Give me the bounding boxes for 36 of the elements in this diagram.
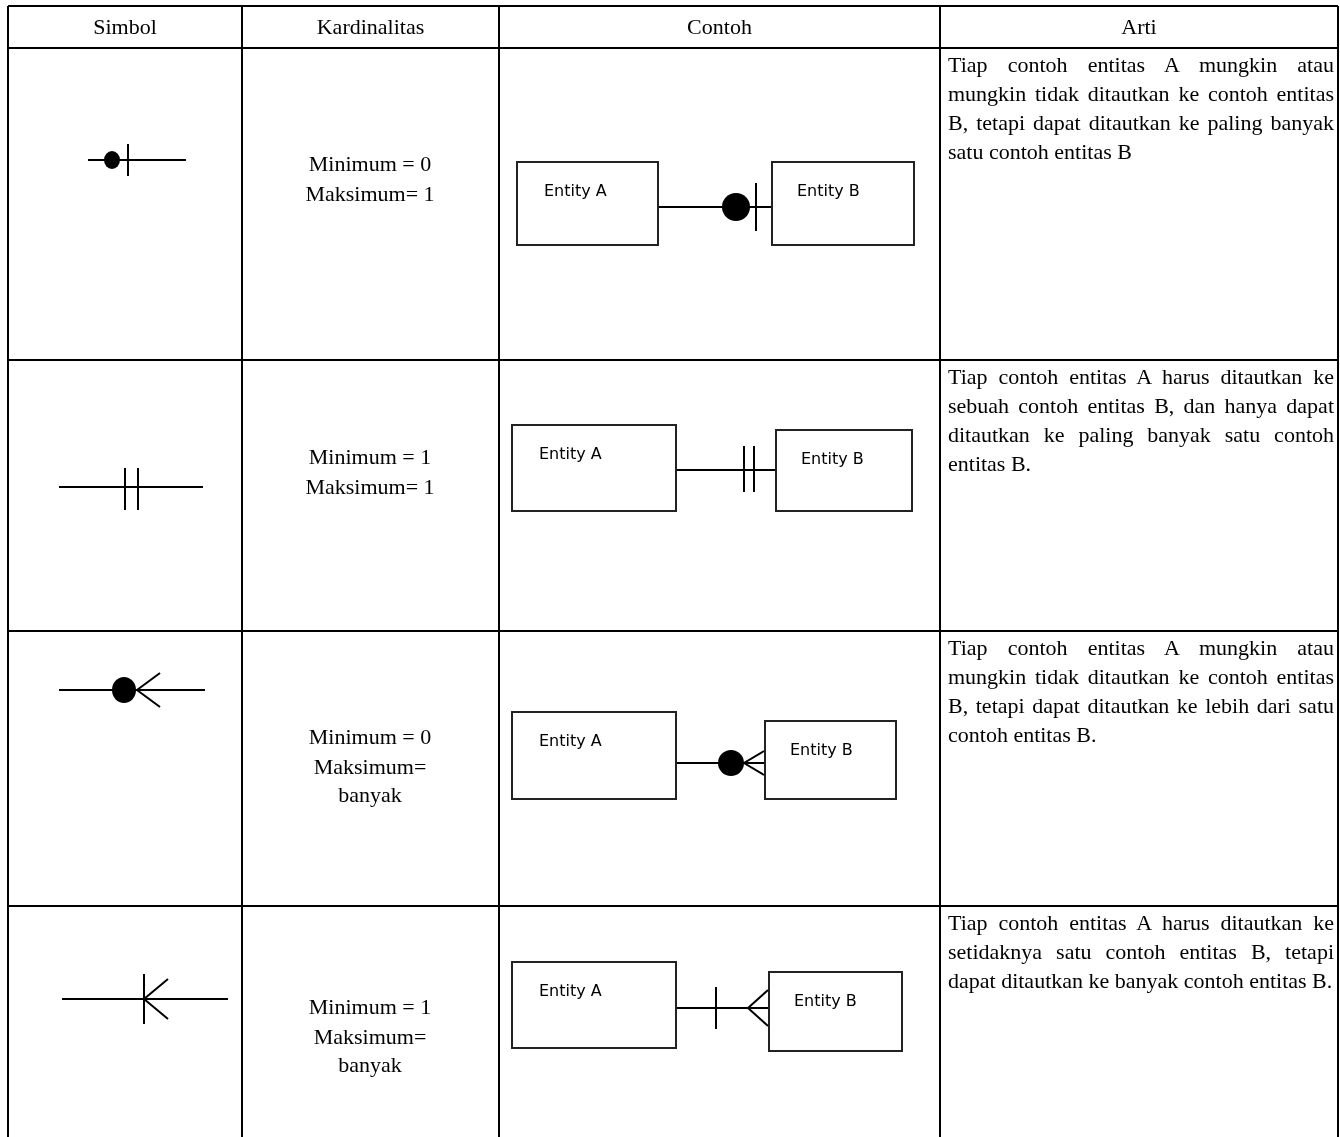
entity-name: Entity A bbox=[539, 731, 602, 750]
description-text: Tiap contoh entitas A mungkin atau mungkin tidak ditautkan ke contoh entitas B, tetapi dapat ditautkan ke paling banyak satu contoh entitas B bbox=[948, 51, 1334, 166]
relationship-line bbox=[676, 986, 769, 1030]
column-header: Simbol bbox=[92, 13, 158, 41]
entity-name: Entity B bbox=[797, 181, 860, 200]
column-header: Arti bbox=[1120, 13, 1158, 41]
entity-name: Entity A bbox=[539, 981, 602, 1000]
entity-box bbox=[768, 971, 903, 1052]
entity-box bbox=[764, 720, 897, 800]
cardinality-text: Minimum = 0 bbox=[307, 723, 433, 751]
entity-box bbox=[516, 161, 659, 246]
cardinality-text: Minimum = 1 bbox=[307, 443, 433, 471]
entity-box bbox=[511, 424, 677, 512]
cardinality-text: Maksimum= 1 bbox=[304, 473, 436, 501]
entity-name: Entity A bbox=[544, 181, 607, 200]
column-header: Contoh bbox=[686, 13, 753, 41]
description-text: Tiap contoh entitas A harus ditautkan ke sebuah contoh entitas B, dan hanya dapat ditautkan ke paling banyak satu contoh entitas B. bbox=[948, 363, 1334, 478]
relationship-line bbox=[658, 182, 772, 232]
entity-box bbox=[511, 711, 677, 800]
cardinality-text: Maksimum= banyak bbox=[312, 1023, 428, 1079]
entity-name: Entity B bbox=[801, 449, 864, 468]
entity-name: Entity A bbox=[539, 444, 602, 463]
entity-name: Entity B bbox=[790, 740, 853, 759]
entity-box bbox=[771, 161, 915, 246]
entity-box bbox=[775, 429, 913, 512]
cardinality-text: Maksimum= banyak bbox=[312, 753, 428, 809]
relationship-line bbox=[676, 446, 776, 492]
column-header: Kardinalitas bbox=[315, 13, 426, 41]
cardinality-text: Maksimum= 1 bbox=[304, 180, 436, 208]
cardinality-text: Minimum = 0 bbox=[307, 150, 433, 178]
description-text: Tiap contoh entitas A harus ditautkan ke setidaknya satu contoh entitas B, tetapi dapat ditautkan ke banyak contoh entitas B. bbox=[948, 909, 1334, 995]
description-text: Tiap contoh entitas A mungkin atau mungkin tidak ditautkan ke contoh entitas B, tetapi dapat ditautkan ke lebih dari satu contoh entitas B. bbox=[948, 634, 1334, 749]
entity-name: Entity B bbox=[794, 991, 857, 1010]
entity-box bbox=[511, 961, 677, 1049]
cardinality-text: Minimum = 1 bbox=[307, 993, 433, 1021]
relationship-line bbox=[676, 749, 765, 777]
